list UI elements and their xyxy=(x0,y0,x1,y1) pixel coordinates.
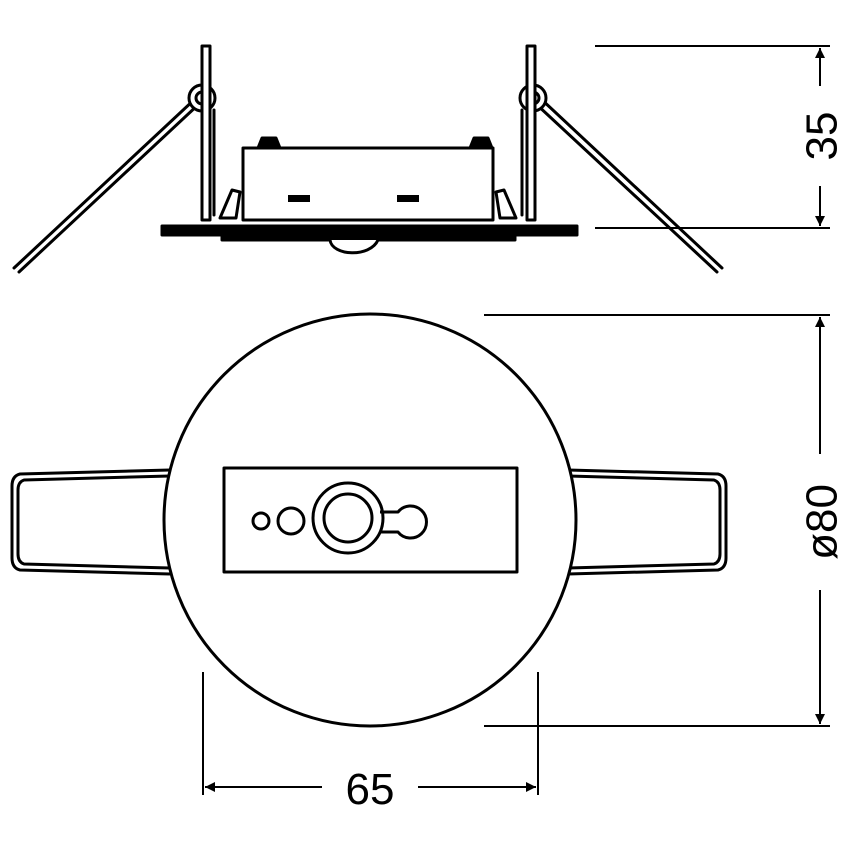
diameter-dimension-label: ø80 xyxy=(798,484,847,560)
left-bracket xyxy=(200,44,212,222)
left-spring-clip xyxy=(12,83,217,274)
dimension-lines xyxy=(202,45,830,795)
side-view xyxy=(12,44,724,274)
top-view xyxy=(10,312,728,728)
sensor-disc xyxy=(162,312,578,728)
right-spring-clip xyxy=(518,83,724,274)
left-spring-loop xyxy=(10,468,171,576)
lens-dome xyxy=(328,238,380,255)
right-bracket xyxy=(525,44,537,222)
right-spring-loop xyxy=(567,468,728,576)
height-dimension-label: 35 xyxy=(798,112,847,161)
inner-plate xyxy=(222,466,519,574)
cutout-dimension-label: 65 xyxy=(346,765,395,814)
sensor-housing xyxy=(241,146,495,222)
lens-icon xyxy=(311,481,385,555)
